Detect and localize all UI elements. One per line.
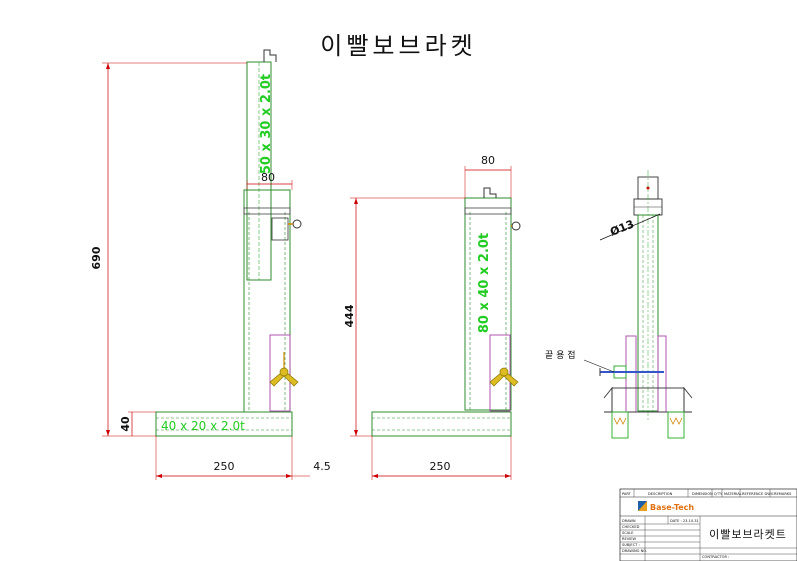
title-block-frame xyxy=(619,488,797,561)
weld-leader xyxy=(583,359,615,373)
left-lower-bracket xyxy=(269,334,291,412)
mid-lower-bracket xyxy=(489,334,511,412)
dim40-label: 40 xyxy=(119,416,132,432)
company-logo-accent xyxy=(638,501,647,511)
right-tooth-left xyxy=(611,411,629,439)
tb-row-checked: CHECKED xyxy=(622,525,640,529)
tb-row-drawn: DRAWN xyxy=(622,519,636,523)
mid-column-spec: 80 x 40 x 2.0t xyxy=(477,233,492,333)
dia13-label: Ø13 xyxy=(608,217,636,238)
left-dimensions: 690 40 250 4.5 80 xyxy=(90,62,331,480)
tb-header-3: Q'TY xyxy=(714,492,723,496)
left-column-spec: 50 x 30 x 2.0t xyxy=(259,74,274,174)
right-tooth-left-zigzag xyxy=(613,417,627,425)
dia13-leader xyxy=(599,213,661,241)
dim250-mid-arrow2 xyxy=(505,474,511,478)
right-side-view: Ø13 끝 용 접 xyxy=(545,170,693,439)
mid-bolt-knob xyxy=(511,221,521,231)
dim80-left-label: 80 xyxy=(261,171,275,184)
dim250-left-arrow2 xyxy=(286,474,292,478)
left-bolt-knob xyxy=(292,219,302,229)
mid-tube xyxy=(464,197,512,411)
weld-annotation: 끝 용 접 xyxy=(545,349,576,361)
tb-header-6: REMARKS xyxy=(774,492,792,496)
dim250-mid-arrow1 xyxy=(372,474,378,478)
company-logo-text: Base-Tech xyxy=(650,503,694,512)
right-base-right-lug xyxy=(683,386,693,413)
tb-contractor: CONTRACTOR : xyxy=(702,555,729,559)
tb-row-subject: SUBJECT : xyxy=(622,543,640,547)
tb-row-drawing-no: DRAWING NO. xyxy=(622,549,647,553)
dim444-arrow-top xyxy=(354,198,358,204)
right-flange xyxy=(625,335,637,413)
dim250-left-label: 250 xyxy=(214,460,235,473)
left-bolt-block xyxy=(271,217,289,241)
left-base-spec: 40 x 20 x 2.0t xyxy=(161,419,245,433)
middle-bracket-view xyxy=(371,187,521,437)
tb-drawing-name: 이빨보브라켓트 xyxy=(709,528,787,541)
dim250-mid-label: 250 xyxy=(430,460,451,473)
dim4_5-label: 4.5 xyxy=(313,460,331,473)
right-flange2 xyxy=(657,335,667,413)
right-tooth-right-zigzag xyxy=(669,417,683,425)
right-base-left-lug xyxy=(603,386,613,413)
left-sleeve-cap xyxy=(243,207,291,215)
title-block: PART DESCRIPTION DIMENSION Q'TY MATERIAL… xyxy=(619,488,797,561)
right-tooth-right xyxy=(667,411,685,439)
dim80-mid-label: 80 xyxy=(481,154,495,167)
left-base xyxy=(155,411,293,437)
mid-top-tab xyxy=(483,187,497,198)
middle-dimensions: 444 80 250 xyxy=(343,154,512,480)
dim444-arrow-bottom xyxy=(354,430,358,436)
mid-cap xyxy=(464,207,512,215)
dim690-label: 690 xyxy=(90,246,103,269)
tb-header-1: DESCRIPTION xyxy=(648,492,673,496)
tb-date: DATE : 23.10.31 xyxy=(670,519,699,523)
left-bracket-view xyxy=(155,49,302,437)
dim444-label: 444 xyxy=(343,304,356,327)
left-wing-nut-hub xyxy=(279,367,289,377)
dim690-arrow-bottom xyxy=(106,430,110,436)
tb-row-scale: SCALE xyxy=(622,531,634,535)
mid-base xyxy=(371,411,512,437)
dim690-arrow-top xyxy=(106,63,110,69)
drawing-title: 이빨보브라켓 xyxy=(320,32,477,60)
tb-header-2: DIMENSION xyxy=(692,492,713,496)
tb-header-0: PART xyxy=(622,492,632,496)
tb-header-4: MATERIAL xyxy=(724,492,742,496)
dim250-left-arrow1 xyxy=(156,474,162,478)
mid-wing-nut-hub xyxy=(499,367,509,377)
tb-row-review: REVIEW xyxy=(622,537,637,541)
left-top-tab xyxy=(263,49,277,62)
left-sleeve xyxy=(243,189,291,413)
tb-header-5: REFERENCE DWG xyxy=(742,492,774,496)
